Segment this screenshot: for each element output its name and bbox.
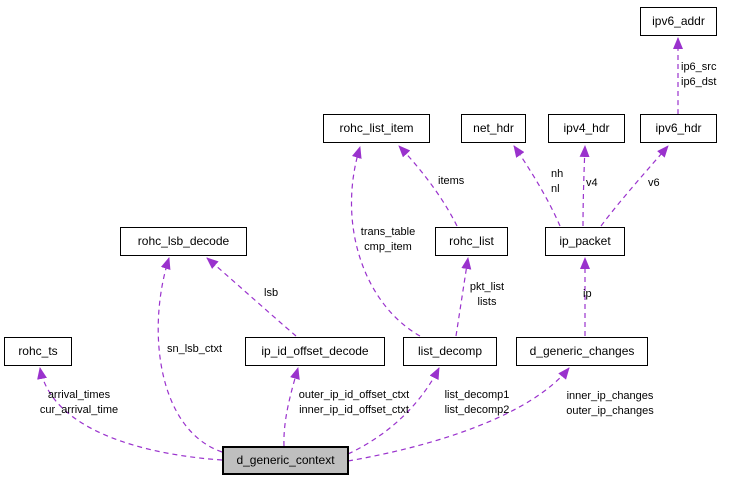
edge-label-list-decomp-1-2: list_decomp1 list_decomp2 [434, 388, 520, 418]
edge-label-ip-id-offset-ctxt: outer_ip_id_offset_ctxt inner_ip_id_offs… [286, 388, 422, 418]
edge-label-line: list_decomp2 [444, 404, 510, 416]
node-list-decomp[interactable]: list_decomp [403, 337, 497, 366]
node-rohc-ts[interactable]: rohc_ts [4, 337, 72, 366]
edge-label-line: pkt_list [469, 281, 505, 293]
edge-list-decomp-to-rohc-list [455, 257, 472, 337]
node-net-hdr[interactable]: net_hdr [461, 114, 526, 143]
edge-label-ip: ip [583, 288, 592, 300]
edge-d-generic-context-to-rohc-ts [37, 367, 223, 461]
edge-label-line: ip6_src [681, 61, 717, 73]
edge-label-sn-lsb-ctxt: sn_lsb_ctxt [167, 343, 223, 355]
edge-label-line: nl [551, 183, 560, 195]
edge-ip-packet-to-ipv4-hdr [579, 145, 590, 227]
edge-ip-id-offset-decode-to-rohc-lsb-decode [206, 257, 297, 337]
node-rohc-lsb-decode[interactable]: rohc_lsb_decode [120, 227, 247, 256]
node-rohc-list[interactable]: rohc_list [435, 227, 508, 256]
edge-label-line: inner_ip_changes [566, 390, 654, 402]
edge-d-generic-context-to-ip-id-offset-decode [283, 367, 300, 447]
edge-rohc-list-to-rohc-list-item [398, 145, 458, 227]
edge-label-line: trans_table [360, 226, 416, 238]
edge-label-v6: v6 [648, 177, 660, 189]
edge-label-line: inner_ip_id_offset_ctxt [299, 404, 409, 416]
node-ip-packet[interactable]: ip_packet [545, 227, 625, 256]
edge-label-nh-nl: nh nl [551, 167, 563, 197]
edge-label-line: outer_ip_id_offset_ctxt [298, 389, 410, 401]
node-ipv6-addr[interactable]: ipv6_addr [640, 7, 717, 36]
node-d-generic-context-current: d_generic_context [222, 446, 349, 475]
node-ip-id-offset-decode[interactable]: ip_id_offset_decode [245, 337, 385, 366]
edge-label-lsb: lsb [264, 287, 279, 299]
edge-label-line: ip6_dst [681, 76, 717, 88]
edge-label-pkt-list-lists: pkt_list lists [462, 280, 512, 310]
edge-label-line: list_decomp1 [444, 389, 510, 401]
node-rohc-list-item[interactable]: rohc_list_item [323, 114, 430, 143]
edge-label-line: cmp_item [364, 241, 412, 253]
edge-label-v4: v4 [586, 177, 598, 189]
edge-label-line: outer_ip_changes [566, 405, 654, 417]
edge-label-line: arrival_times [47, 389, 111, 401]
node-ipv4-hdr[interactable]: ipv4_hdr [548, 114, 625, 143]
edge-d-generic-context-to-d-generic-changes [347, 367, 570, 462]
edge-label-arrival-times: arrival_times cur_arrival_time [25, 388, 133, 418]
edge-label-ip6-src-dst: ip6_src ip6_dst [681, 60, 716, 90]
edge-label-line: nh [551, 168, 564, 180]
edge-label-line: cur_arrival_time [39, 404, 119, 416]
edge-label-trans-table-cmp-item: trans_table cmp_item [350, 225, 426, 255]
edge-label-line: lists [477, 296, 497, 308]
edge-list-decomp-to-rohc-list-item [350, 146, 421, 337]
edge-label-ip-changes: inner_ip_changes outer_ip_changes [554, 389, 666, 419]
edge-d-generic-context-to-rohc-lsb-decode [157, 257, 223, 453]
node-ipv6-hdr[interactable]: ipv6_hdr [640, 114, 717, 143]
edge-ip-packet-to-ipv6-hdr [600, 145, 669, 227]
edge-label-items: items [438, 175, 465, 187]
node-d-generic-changes[interactable]: d_generic_changes [516, 337, 648, 366]
edge-ip-packet-to-net-hdr [513, 145, 561, 227]
